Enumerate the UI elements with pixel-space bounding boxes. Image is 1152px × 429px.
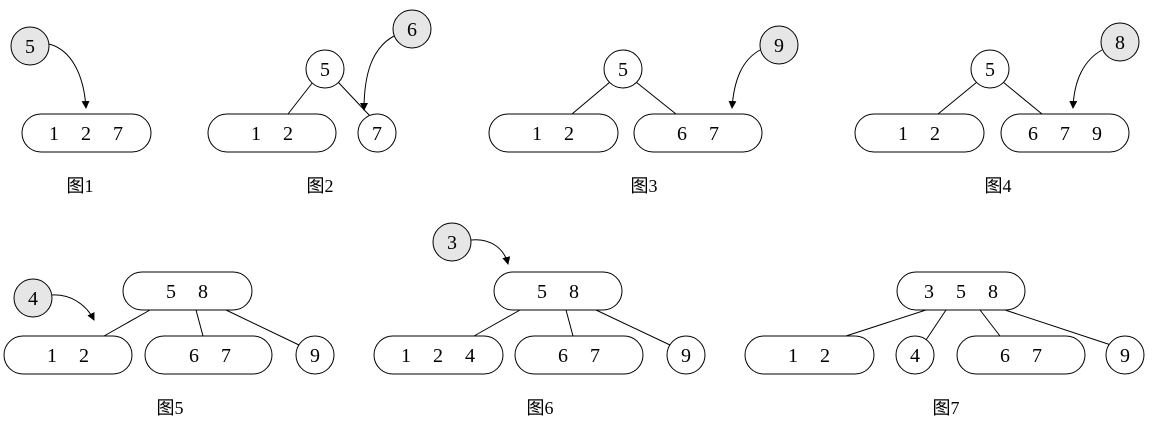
- key: 4: [465, 345, 475, 367]
- new-key-label: 8: [1115, 32, 1125, 54]
- leaf-node: 4: [895, 335, 935, 375]
- key: 9: [310, 345, 320, 367]
- insert-arrow: [1069, 49, 1103, 109]
- figure-caption: 图6: [527, 398, 554, 418]
- insert-arrow: [470, 239, 511, 265]
- figure-caption: 图2: [307, 176, 334, 196]
- figure-caption: 图7: [933, 398, 960, 418]
- key: 7: [221, 345, 231, 367]
- key: 7: [590, 345, 600, 367]
- leaf-node: 1 2 4: [373, 335, 504, 375]
- new-key-4: 8: [1100, 22, 1140, 62]
- insert-arrow: [51, 294, 95, 321]
- leaf-node: 1 2: [854, 113, 985, 153]
- leaf-node: 6 7: [633, 113, 763, 153]
- root-node: 5: [970, 49, 1010, 89]
- key: 2: [930, 123, 940, 145]
- key: 7: [1060, 123, 1070, 145]
- figure-3: 9 5 1 2 6 7 图3: [488, 25, 799, 196]
- key: 7: [113, 123, 123, 145]
- leaf-node: 6 7: [514, 335, 644, 375]
- figure-caption: 图1: [67, 176, 94, 196]
- root-node: 5: [603, 49, 643, 89]
- root-node: 1 2 7: [21, 113, 152, 153]
- key: 1: [898, 123, 908, 145]
- new-key-label: 5: [25, 36, 35, 58]
- key: 2: [283, 123, 293, 145]
- leaf-node: 1 2: [3, 335, 133, 375]
- new-key-2: 6: [392, 9, 432, 49]
- figure-7: 3 5 8 1 2 4 6 7 9 图7: [744, 271, 1145, 418]
- key: 8: [988, 281, 998, 303]
- root-node: 5 8: [493, 271, 623, 311]
- key: 4: [910, 345, 920, 367]
- leaf-node: 9: [666, 335, 706, 375]
- key: 6: [677, 123, 687, 145]
- figure-4: 8 5 1 2 6 7 9 图4: [854, 22, 1140, 196]
- leaf-node: 1 2: [207, 113, 337, 153]
- leaf-node: 1 2: [744, 335, 875, 375]
- key: 9: [1120, 345, 1130, 367]
- key: 8: [569, 281, 579, 303]
- key: 8: [198, 281, 208, 303]
- key: 6: [1028, 123, 1038, 145]
- new-key-1: 5: [10, 26, 50, 66]
- figure-6: 3 5 8 1 2 4 6 7 9 图6: [373, 222, 706, 418]
- key: 7: [709, 123, 719, 145]
- figure-1: 5 1 2 7 图1: [10, 26, 152, 196]
- key: 2: [564, 123, 574, 145]
- leaf-node: 7: [357, 113, 397, 153]
- key: 1: [49, 123, 59, 145]
- key: 5: [320, 59, 330, 81]
- leaf-node: 1 2: [488, 113, 619, 153]
- leaf-node: 9: [1105, 335, 1145, 375]
- new-key-label: 9: [774, 35, 784, 57]
- key: 2: [820, 345, 830, 367]
- leaf-node: 6 7 9: [1000, 113, 1130, 153]
- key: 2: [433, 345, 443, 367]
- leaf-node: 6 7: [144, 335, 273, 375]
- key: 5: [956, 281, 966, 303]
- key: 5: [537, 281, 547, 303]
- figure-5: 4 5 8 1 2 6 7 9 图5: [3, 271, 335, 418]
- key: 5: [166, 281, 176, 303]
- key: 5: [985, 59, 995, 81]
- key: 6: [558, 345, 568, 367]
- key: 7: [1032, 345, 1042, 367]
- figure-caption: 图5: [157, 398, 184, 418]
- key: 1: [788, 345, 798, 367]
- key: 2: [81, 123, 91, 145]
- key: 9: [1092, 123, 1102, 145]
- new-key-3: 9: [759, 25, 799, 65]
- root-node: 3 5 8: [896, 271, 1026, 311]
- root-node: 5 8: [122, 271, 253, 311]
- insert-arrow: [728, 49, 761, 109]
- key: 1: [401, 345, 411, 367]
- new-key-label: 3: [447, 232, 457, 254]
- key: 1: [251, 123, 261, 145]
- key: 6: [189, 345, 199, 367]
- key: 6: [1000, 345, 1010, 367]
- insert-arrow: [360, 35, 395, 111]
- key: 7: [372, 123, 382, 145]
- key: 2: [79, 345, 89, 367]
- leaf-node: 6 7: [956, 335, 1086, 375]
- insert-arrow: [48, 43, 90, 109]
- key: 5: [618, 59, 628, 81]
- new-key-5: 4: [13, 278, 53, 318]
- key: 9: [681, 345, 691, 367]
- key: 1: [47, 345, 57, 367]
- figure-caption: 图3: [631, 176, 658, 196]
- figure-2: 6 5 1 2 7 图2: [207, 9, 432, 196]
- figure-caption: 图4: [985, 176, 1012, 196]
- new-key-label: 6: [407, 19, 417, 41]
- leaf-node: 9: [295, 335, 335, 375]
- key: 1: [532, 123, 542, 145]
- root-node: 5: [305, 49, 345, 89]
- new-key-label: 4: [28, 288, 38, 310]
- new-key-6: 3: [432, 222, 472, 262]
- key: 3: [924, 281, 934, 303]
